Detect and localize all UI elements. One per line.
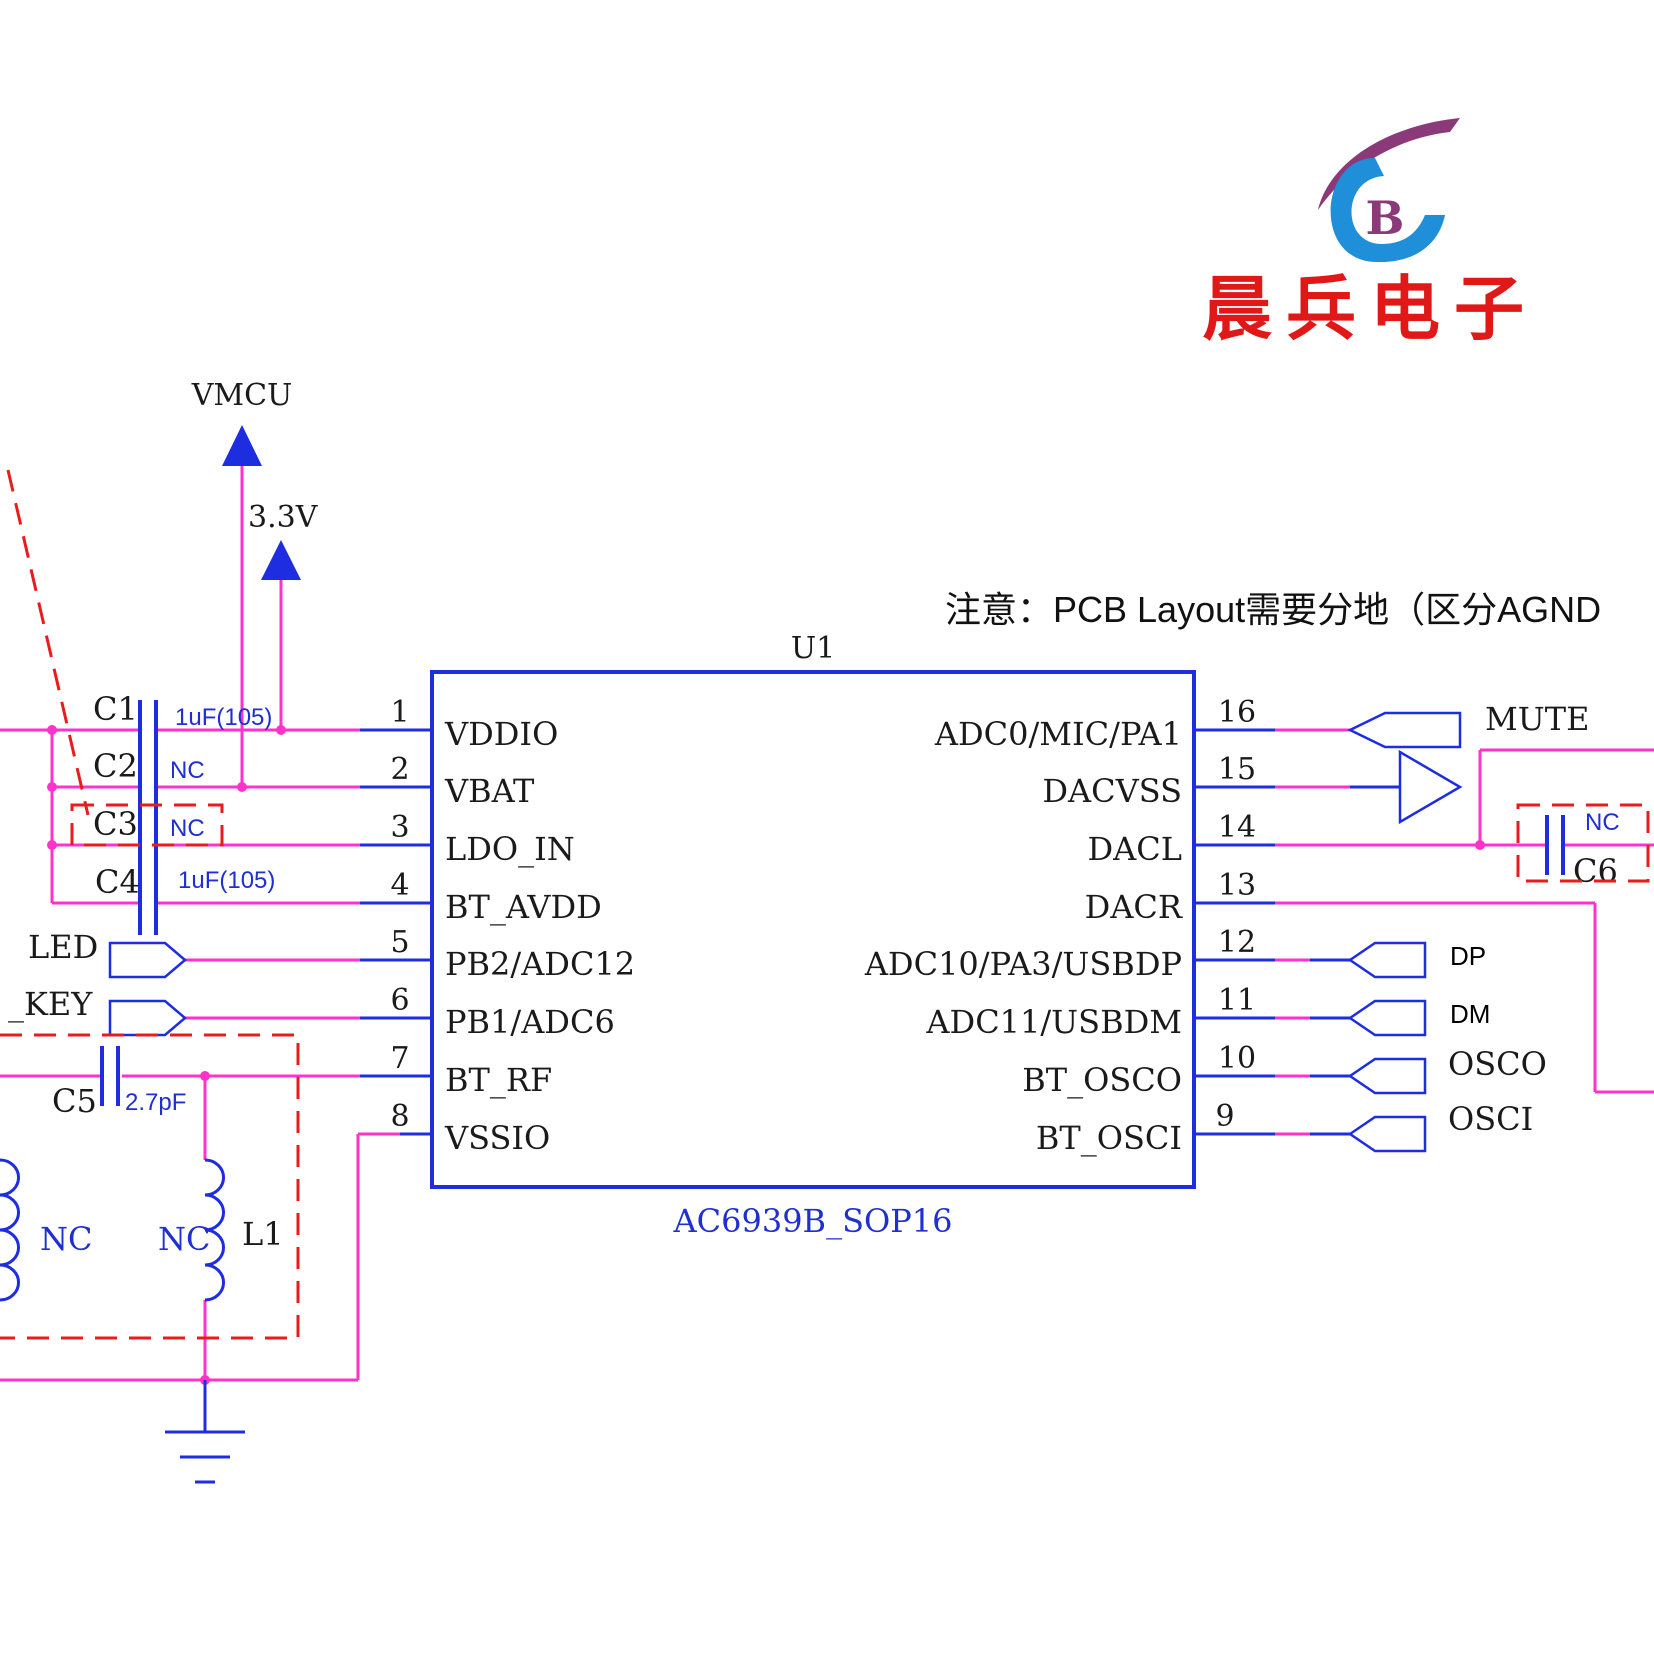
- led-net-port: LED: [28, 928, 187, 979]
- capacitor-c5: C5 2.7pF: [52, 1046, 186, 1120]
- osci-net-port: OSCI: [1347, 1100, 1533, 1153]
- logo-swoosh-icon: [1318, 118, 1460, 210]
- mute-port-icon: [1347, 711, 1462, 749]
- pin-13-name: DACR: [1085, 888, 1183, 926]
- dp-net-port: DP: [1347, 941, 1486, 979]
- c2-ref: C2: [93, 747, 138, 785]
- ic-u1: U1 AC6939B_SOP16 1 2 3 4 5 6 7 8 VDDIO V…: [360, 631, 1275, 1240]
- l1-value: NC: [158, 1220, 210, 1258]
- c6-value: NC: [1585, 809, 1620, 836]
- company-logo: B 晨兵电子: [1202, 118, 1538, 350]
- pin-4-number: 4: [390, 868, 409, 903]
- ground-symbol: [165, 1380, 245, 1484]
- pin-10-number: 10: [1218, 1041, 1256, 1076]
- pin-14-number: 14: [1218, 810, 1256, 845]
- c5-value: 2.7pF: [125, 1089, 186, 1116]
- key-net-port: _KEY: [8, 985, 187, 1037]
- ic-body: [430, 670, 1196, 1189]
- v33-arrow-icon: [261, 540, 301, 580]
- dm-net-label: DM: [1450, 999, 1490, 1029]
- inductor-coil-icon: [204, 1158, 225, 1302]
- dp-port-icon: [1347, 941, 1427, 979]
- pin-11-name: ADC11/USBDM: [925, 1003, 1182, 1041]
- vmcu-power-symbol: VMCU: [191, 378, 293, 466]
- c1-ref: C1: [93, 690, 138, 728]
- decoupling-capacitors: C1 C2 C3 C4 1uF(105) NC NC 1uF(105): [93, 690, 275, 935]
- pin-8-name: VSSIO: [444, 1119, 550, 1157]
- ic-ref: U1: [791, 631, 835, 666]
- pin-9-number: 9: [1215, 1099, 1234, 1134]
- c4-value: 1uF(105): [178, 867, 275, 894]
- l1-ref: L1: [242, 1215, 284, 1253]
- mute-net-label: MUTE: [1485, 700, 1589, 738]
- logo-ring-icon: [1330, 158, 1445, 263]
- wires: [0, 466, 1654, 1382]
- inductor-coil-icon: [0, 1158, 20, 1302]
- dashed-regions: [0, 469, 1650, 1340]
- pin-3-number: 3: [390, 810, 409, 845]
- pin-1-name: VDDIO: [444, 715, 558, 753]
- led-port-icon: [108, 941, 187, 979]
- led-net-label: LED: [28, 928, 98, 966]
- pin-13-number: 13: [1218, 868, 1256, 903]
- c6-ref: C6: [1573, 852, 1618, 890]
- pin-16-name: ADC0/MIC/PA1: [934, 715, 1182, 753]
- osco-net-label: OSCO: [1448, 1045, 1547, 1083]
- pin-11-number: 11: [1218, 983, 1256, 1018]
- pin-7-name: BT_RF: [445, 1061, 552, 1099]
- pin-2-number: 2: [390, 752, 409, 787]
- v33-label: 3.3V: [248, 500, 319, 535]
- lx-value: NC: [40, 1220, 92, 1258]
- dm-net-port: DM: [1347, 999, 1490, 1037]
- capacitor-c6: C6 NC: [1545, 809, 1620, 890]
- key-port-icon: [108, 999, 187, 1037]
- dp-net-label: DP: [1450, 941, 1486, 971]
- osci-port-icon: [1347, 1115, 1427, 1153]
- pin-7-number: 7: [390, 1041, 409, 1076]
- pin-8-number: 8: [390, 1099, 409, 1134]
- inductor-l1: L1 NC: [158, 1158, 284, 1302]
- pin-12-name: ADC10/PA3/USBDP: [864, 945, 1182, 983]
- pin-16-number: 16: [1218, 695, 1256, 730]
- osco-port-icon: [1347, 1057, 1427, 1095]
- pin-6-name: PB1/ADC6: [445, 1003, 615, 1041]
- pin-15-number: 15: [1218, 752, 1256, 787]
- pin-2-name: VBAT: [444, 772, 535, 810]
- mute-net-port: MUTE: [1347, 700, 1589, 749]
- c3-ref: C3: [93, 805, 138, 843]
- logo-letter: B: [1366, 191, 1405, 245]
- vmcu-label: VMCU: [191, 378, 293, 413]
- pin-5-number: 5: [390, 925, 409, 960]
- inductor-left-partial: NC: [0, 1158, 92, 1302]
- pin-4-name: BT_AVDD: [445, 888, 602, 926]
- key-net-label: _KEY: [8, 985, 93, 1023]
- layout-note: 注意：PCB Layout需要分地（区分AGND: [945, 589, 1601, 630]
- osci-net-label: OSCI: [1448, 1100, 1533, 1138]
- junctions: [47, 725, 1485, 1385]
- pin-12-number: 12: [1218, 925, 1256, 960]
- osco-net-port: OSCO: [1347, 1045, 1547, 1095]
- dm-port-icon: [1347, 999, 1427, 1037]
- pin-10-name: BT_OSCO: [1022, 1061, 1182, 1099]
- c1-value: 1uF(105): [175, 704, 272, 731]
- c3-value: NC: [170, 815, 205, 842]
- pin-6-number: 6: [390, 983, 409, 1018]
- pin-9-name: BT_OSCI: [1036, 1119, 1182, 1157]
- pin-5-name: PB2/ADC12: [445, 945, 635, 983]
- c4-ref: C4: [95, 863, 140, 901]
- c5-ref: C5: [52, 1082, 97, 1120]
- pin-14-name: DACL: [1088, 830, 1183, 868]
- vmcu-arrow-icon: [222, 425, 262, 466]
- pin-3-name: LDO_IN: [445, 830, 575, 868]
- pin-1-number: 1: [390, 695, 409, 730]
- dacvss-buffer: [1398, 749, 1463, 825]
- pin-15-name: DACVSS: [1042, 772, 1182, 810]
- ic-part-number: AC6939B_SOP16: [673, 1202, 953, 1240]
- c2-value: NC: [170, 757, 205, 784]
- logo-chinese-name: 晨兵电子: [1202, 268, 1538, 350]
- buffer-triangle-icon: [1398, 749, 1463, 825]
- v33-power-symbol: 3.3V: [248, 500, 319, 580]
